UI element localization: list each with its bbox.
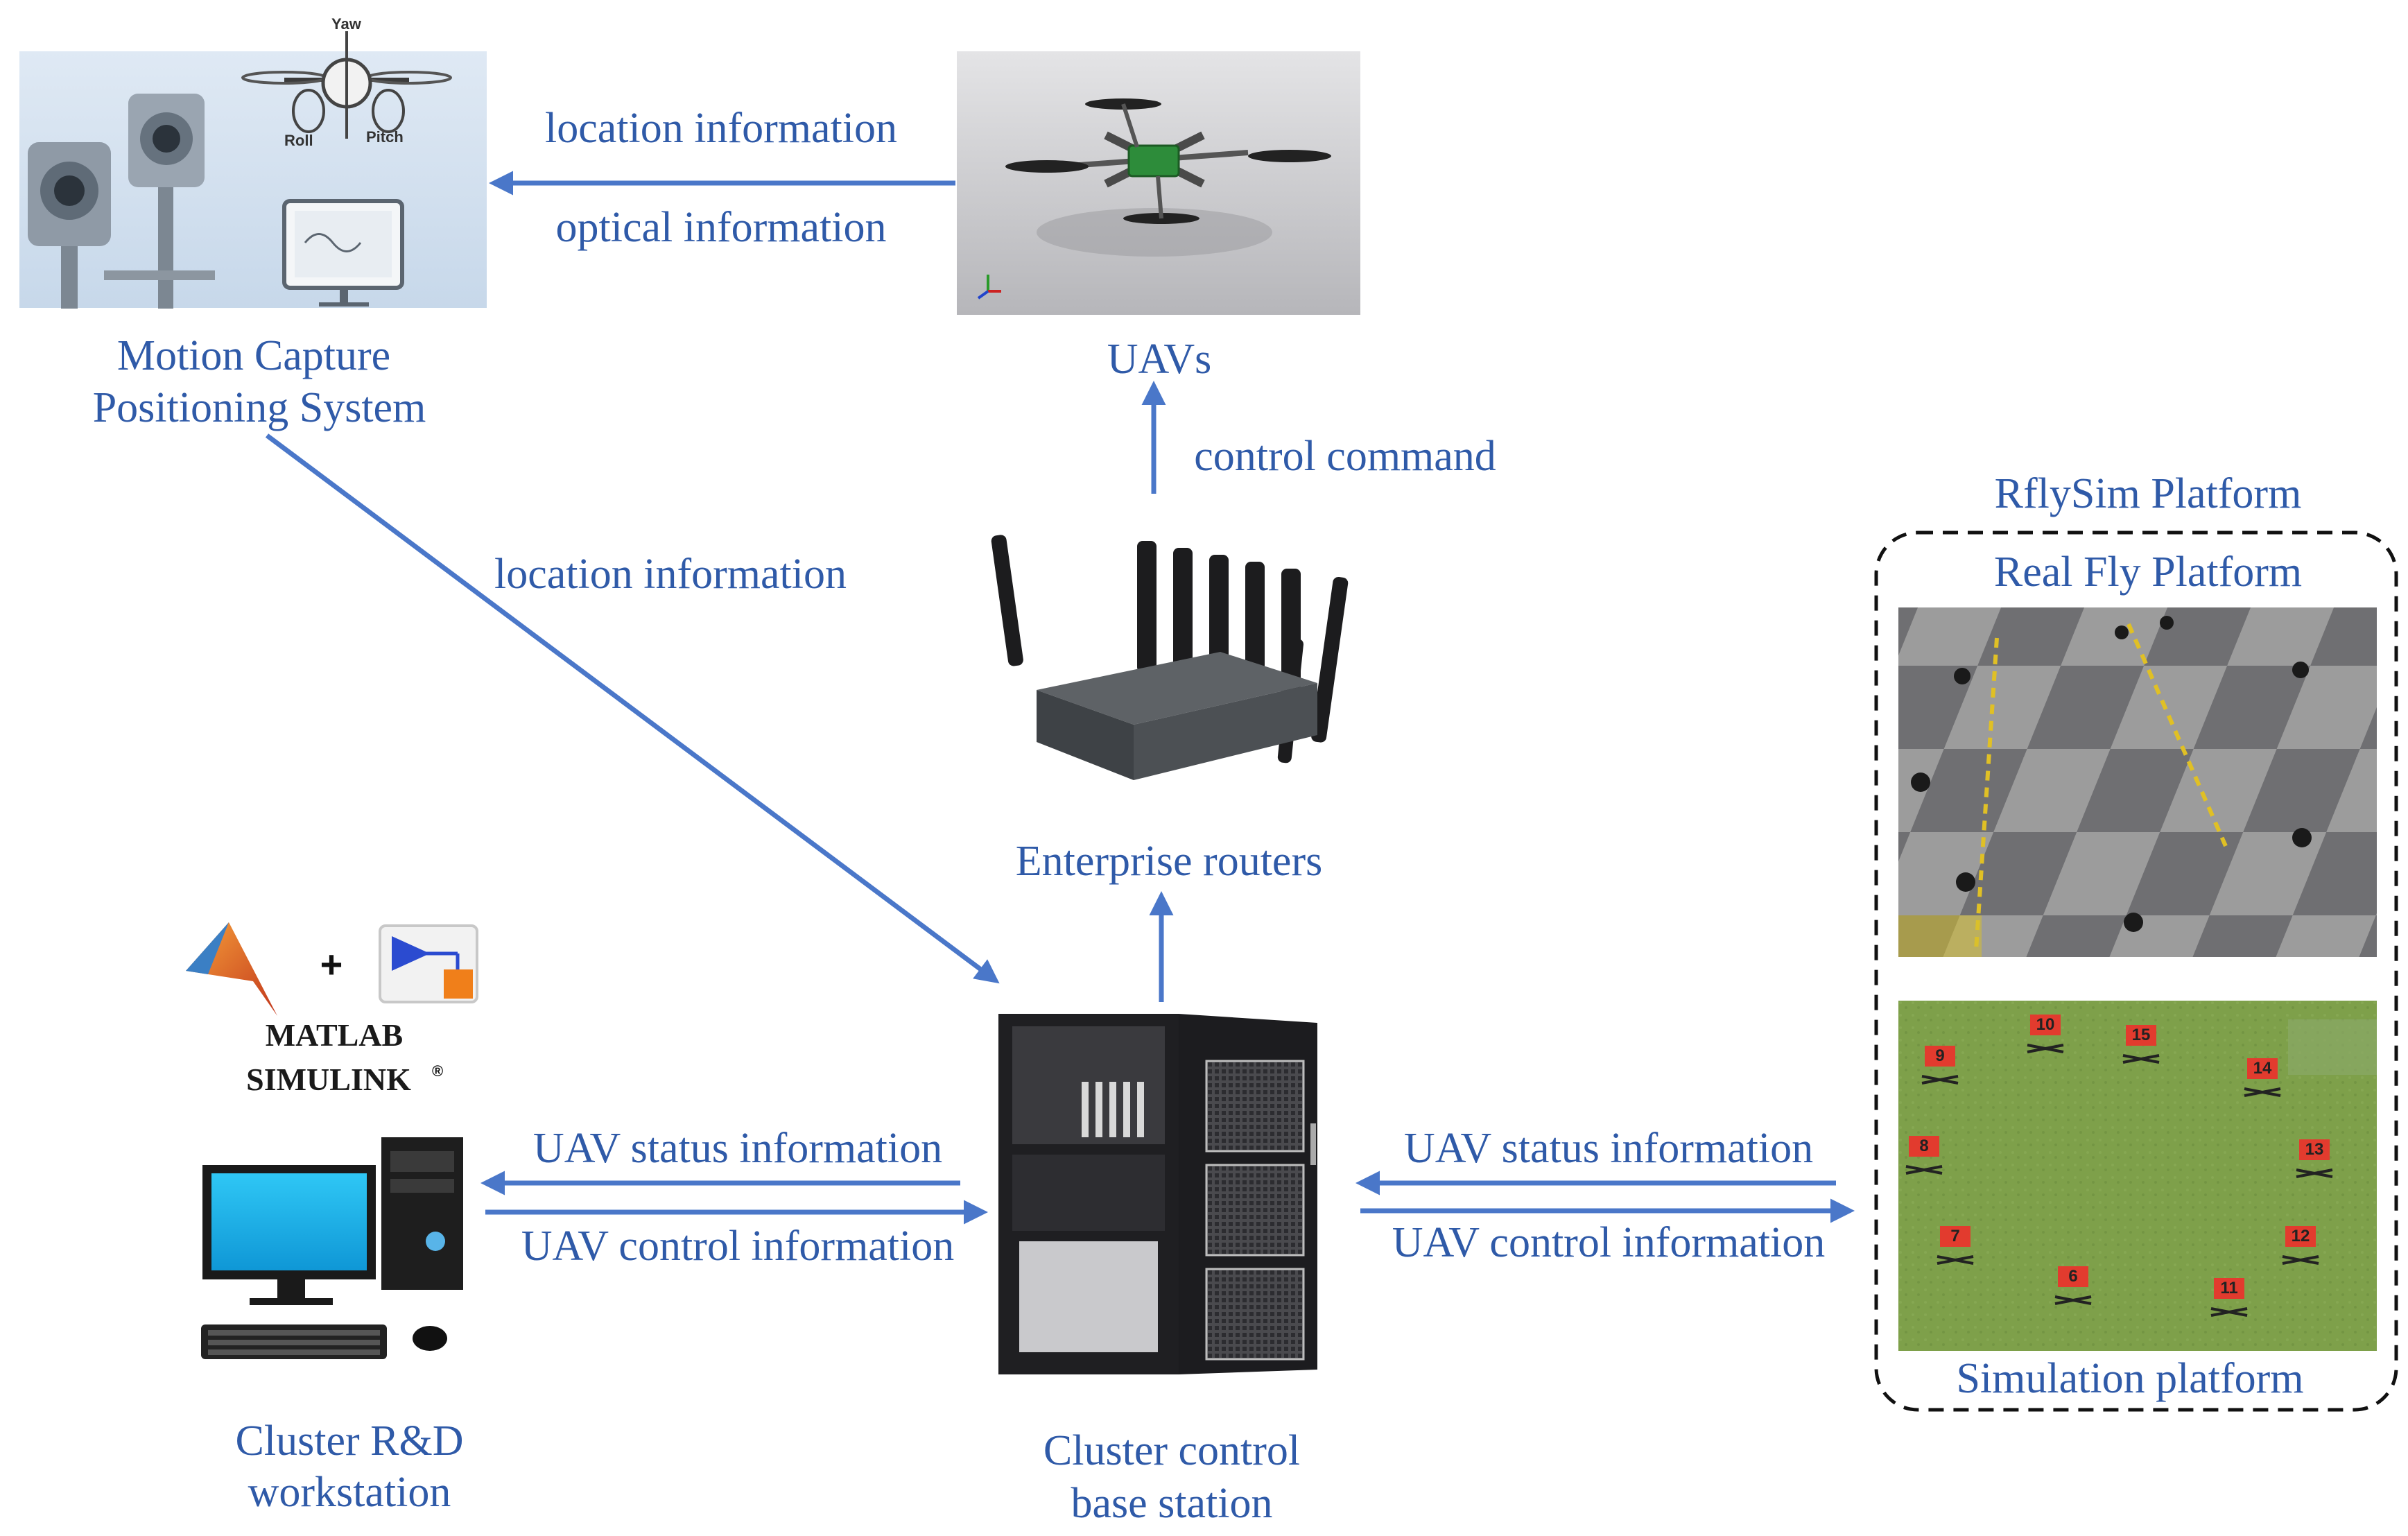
- axis-yaw-label: Yaw: [331, 15, 362, 33]
- drone-id-badge: [1909, 1136, 1939, 1157]
- base-title-line1: Cluster control: [1043, 1427, 1300, 1474]
- mocap-title-line1: Motion Capture: [117, 332, 390, 379]
- label-control-right: UAV control information: [1392, 1219, 1826, 1266]
- drone-id-badge: [2299, 1139, 2330, 1160]
- drone-id-label: 10: [2036, 1015, 2055, 1034]
- desktop-computer-icon: [201, 1137, 463, 1359]
- sim-drone-markers: 10 15 9 14 8 13 7 12 6 11: [1905, 1015, 2333, 1317]
- motion-capture-image: Yaw Roll Pitch: [19, 15, 487, 309]
- drone-id-label: 9: [1935, 1046, 1944, 1065]
- workstation-title-line2: workstation: [248, 1469, 451, 1516]
- real-fly-image: [1898, 607, 2377, 957]
- sim-drone: 8: [1905, 1136, 1943, 1175]
- uav-title: UAVs: [1107, 336, 1211, 383]
- drone-id-label: 15: [2132, 1026, 2151, 1044]
- rflysim-title: RflySim Platform: [1995, 470, 2302, 517]
- quadcopter-icon: [2244, 1087, 2281, 1097]
- simulink-label: SIMULINK: [246, 1062, 411, 1097]
- quadcopter-icon: [1005, 98, 1331, 224]
- drone-id-label: 11: [2220, 1279, 2237, 1297]
- quadcopter-icon: [2282, 1255, 2319, 1265]
- matlab-label: MATLAB: [266, 1017, 404, 1053]
- quadcopter-icon: [1905, 1165, 1943, 1175]
- sim-drone: 13: [2296, 1139, 2333, 1178]
- drone-id-label: 12: [2292, 1227, 2310, 1245]
- quadcopter-icon: [2210, 1307, 2248, 1317]
- simulation-title: Simulation platform: [1956, 1355, 2303, 1402]
- drone-id-label: 6: [2068, 1267, 2077, 1286]
- quadcopter-icon: [2296, 1168, 2333, 1178]
- axis-triad-icon: [977, 275, 1001, 300]
- uav-image: [957, 51, 1360, 315]
- quadcopter-icon: [2054, 1295, 2092, 1305]
- plus-sign: +: [320, 942, 343, 986]
- drone-id-badge: [2247, 1058, 2278, 1079]
- quadcopter-icon: [2122, 1054, 2160, 1064]
- label-control-command: control command: [1194, 433, 1496, 480]
- drone-id-label: 13: [2305, 1140, 2324, 1159]
- drone-id-badge: [2058, 1266, 2088, 1287]
- router-image: [991, 535, 1349, 1130]
- axis-pitch-label: Pitch: [366, 128, 404, 146]
- quadcopter-icon: [2027, 1044, 2064, 1053]
- drone-id-badge: [2285, 1226, 2316, 1247]
- label-optical-info: optical information: [556, 204, 887, 251]
- sim-drone: 7: [1937, 1226, 1974, 1265]
- rflysim-boundary: [1874, 530, 2398, 1412]
- server-rack-image: [998, 1014, 1317, 1374]
- label-status-right: UAV status information: [1404, 1125, 1813, 1172]
- sim-drone: 14: [2244, 1058, 2281, 1097]
- drone-markers: [1911, 616, 2312, 932]
- label-location-info-diag: location information: [494, 551, 847, 598]
- real-fly-title: Real Fly Platform: [1994, 549, 2302, 596]
- drone-id-badge: [1925, 1046, 1955, 1067]
- sim-drone: 9: [1921, 1046, 1959, 1085]
- drone-axes-icon: Yaw Roll Pitch: [241, 15, 452, 149]
- quadcopter-icon: [1921, 1075, 1959, 1085]
- arrow-mocap-to-base: [265, 433, 1000, 984]
- drone-id-badge: [2214, 1278, 2244, 1299]
- drone-id-label: 8: [1919, 1137, 1928, 1155]
- axis-roll-label: Roll: [284, 132, 313, 149]
- sim-drone: 15: [2122, 1025, 2160, 1064]
- sim-drone: 12: [2282, 1226, 2319, 1265]
- label-control-left: UAV control information: [521, 1223, 955, 1270]
- sim-drone: 10: [2027, 1015, 2064, 1053]
- monitor-icon: [282, 199, 404, 307]
- drone-id-badge: [1940, 1226, 1970, 1247]
- drone-id-label: 7: [1950, 1227, 1959, 1245]
- registered-mark: ®: [432, 1062, 443, 1080]
- mocap-camera-icon: [104, 94, 215, 309]
- mocap-title-line2: Positioning System: [93, 384, 426, 431]
- matlab-logo-icon: [186, 922, 277, 1016]
- drone-id-label: 14: [2253, 1059, 2272, 1078]
- mocap-camera-icon: [28, 142, 111, 309]
- router-title: Enterprise routers: [1016, 838, 1322, 885]
- base-title-line2: base station: [1071, 1480, 1273, 1527]
- label-status-left: UAV status information: [533, 1125, 942, 1172]
- workstation-title-line1: Cluster R&D: [236, 1417, 464, 1465]
- sim-drone: 6: [2054, 1266, 2092, 1305]
- sim-drone: 11: [2210, 1278, 2248, 1317]
- quadcopter-icon: [1937, 1255, 1974, 1265]
- drone-id-badge: [2030, 1015, 2061, 1035]
- simulation-image: 10 15 9 14 8 13 7 12 6 11: [1898, 1001, 2377, 1351]
- label-location-info-top: location information: [545, 105, 897, 152]
- simulink-logo-icon: [379, 924, 478, 1003]
- drone-id-badge: [2126, 1025, 2156, 1046]
